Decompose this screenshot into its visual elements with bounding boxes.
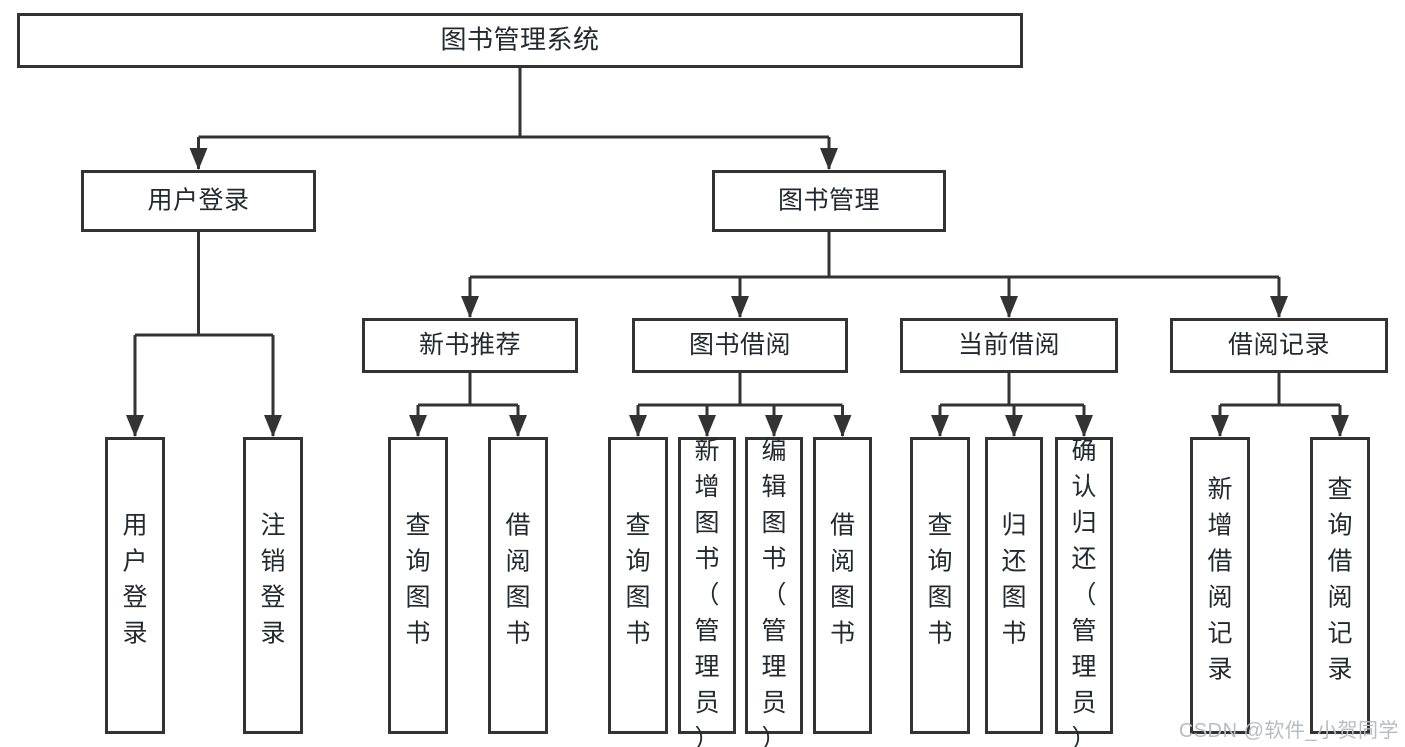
node-label-leaf-edit-book: 编辑图书（管理员） xyxy=(761,437,786,747)
node-label-leaf-return-book: 归还图书 xyxy=(1001,512,1026,648)
node-leaf-add-record[interactable]: 新增借阅记录 xyxy=(1190,437,1250,734)
node-box-root xyxy=(17,13,1023,68)
node-label-leaf-add-book: 新增图书（管理员） xyxy=(694,437,719,747)
arrow-head-to-leaf-user-login xyxy=(126,415,144,437)
arrow-head-to-leaf-query-book-1 xyxy=(409,415,427,437)
node-label-current-borrow: 当前借阅 xyxy=(958,331,1060,359)
node-leaf-query-book-1[interactable]: 查询图书 xyxy=(388,437,448,734)
node-leaf-edit-book[interactable]: 编辑图书（管理员） xyxy=(745,437,803,747)
node-label-leaf-query-book-3: 查询图书 xyxy=(927,512,952,648)
node-box-leaf-query-book-3 xyxy=(910,437,970,734)
arrow-head-to-book-borrow xyxy=(731,296,749,318)
node-leaf-query-book-3[interactable]: 查询图书 xyxy=(910,437,970,734)
node-label-leaf-add-record: 新增借阅记录 xyxy=(1207,476,1232,684)
node-label-leaf-borrow-book-1: 借阅图书 xyxy=(505,512,530,648)
node-box-leaf-borrow-book-1 xyxy=(488,437,548,734)
node-leaf-borrow-book-1[interactable]: 借阅图书 xyxy=(488,437,548,734)
arrow-head-to-leaf-query-record xyxy=(1331,415,1349,437)
arrow-head-to-leaf-confirm-return xyxy=(1075,415,1093,437)
node-label-user-login: 用户登录 xyxy=(147,187,249,215)
node-leaf-add-book[interactable]: 新增图书（管理员） xyxy=(678,437,736,747)
node-book-borrow[interactable]: 图书借阅 xyxy=(632,318,848,373)
arrow-head-to-leaf-add-book xyxy=(698,415,716,437)
arrow-head-to-leaf-add-record xyxy=(1211,415,1229,437)
node-new-book-recommend[interactable]: 新书推荐 xyxy=(362,318,578,373)
node-label-leaf-query-book-2: 查询图书 xyxy=(625,512,650,648)
node-box-leaf-query-book-1 xyxy=(388,437,448,734)
node-label-leaf-borrow-book-2: 借阅图书 xyxy=(830,512,855,648)
arrow-head-to-leaf-edit-book xyxy=(765,415,783,437)
arrow-head-to-leaf-borrow-book-2 xyxy=(833,415,852,437)
arrow-head-to-leaf-return-book xyxy=(1005,415,1023,437)
node-leaf-logout[interactable]: 注销登录 xyxy=(243,437,303,734)
node-user-login[interactable]: 用户登录 xyxy=(81,170,316,232)
node-label-borrow-records: 借阅记录 xyxy=(1228,331,1330,359)
node-box-leaf-query-book-2 xyxy=(608,437,668,734)
node-box-leaf-borrow-book-2 xyxy=(813,437,872,734)
node-box-leaf-logout xyxy=(243,437,303,734)
node-label-leaf-confirm-return: 确认归还（管理员） xyxy=(1071,437,1096,747)
arrow-head-to-leaf-borrow-book-1 xyxy=(509,415,527,437)
node-label-new-book-recommend: 新书推荐 xyxy=(419,331,521,359)
node-box-borrow-records xyxy=(1170,318,1388,373)
arrow-head-to-leaf-query-book-3 xyxy=(931,415,949,437)
node-book-management[interactable]: 图书管理 xyxy=(712,170,946,232)
node-leaf-query-book-2[interactable]: 查询图书 xyxy=(608,437,668,734)
node-label-leaf-logout: 注销登录 xyxy=(260,512,285,648)
csdn-watermark: CSDN @软件_小贺同学 xyxy=(1178,720,1399,742)
arrow-head-to-leaf-logout xyxy=(264,415,282,437)
arrow-head-to-new-book-recommend xyxy=(461,296,479,318)
node-root[interactable]: 图书管理系统 xyxy=(17,13,1023,68)
node-box-leaf-add-book xyxy=(678,437,736,734)
node-leaf-user-login[interactable]: 用户登录 xyxy=(105,437,165,734)
node-label-leaf-query-book-1: 查询图书 xyxy=(405,512,430,648)
node-box-leaf-return-book xyxy=(985,437,1043,734)
arrow-head-to-leaf-query-book-2 xyxy=(629,415,647,437)
node-label-leaf-user-login: 用户登录 xyxy=(122,512,147,648)
node-label-book-borrow: 图书借阅 xyxy=(689,331,791,359)
node-box-leaf-add-record xyxy=(1190,437,1250,734)
node-leaf-borrow-book-2[interactable]: 借阅图书 xyxy=(813,437,872,734)
connector-layer xyxy=(126,68,1349,437)
node-box-leaf-user-login xyxy=(105,437,165,734)
node-box-user-login xyxy=(81,170,316,232)
arrow-head-to-borrow-records xyxy=(1270,296,1288,318)
node-current-borrow[interactable]: 当前借阅 xyxy=(900,318,1118,373)
node-box-leaf-edit-book xyxy=(745,437,803,734)
node-label-leaf-query-record: 查询借阅记录 xyxy=(1327,476,1352,684)
node-box-new-book-recommend xyxy=(362,318,578,373)
node-leaf-return-book[interactable]: 归还图书 xyxy=(985,437,1043,734)
node-box-leaf-confirm-return xyxy=(1055,437,1113,734)
node-label-root: 图书管理系统 xyxy=(440,24,599,54)
node-box-current-borrow xyxy=(900,318,1118,373)
arrow-head-to-current-borrow xyxy=(1000,296,1018,318)
arrow-head-to-user-login xyxy=(189,148,208,170)
node-leaf-query-record[interactable]: 查询借阅记录 xyxy=(1310,437,1370,734)
node-box-leaf-query-record xyxy=(1310,437,1370,734)
node-box-book-borrow xyxy=(632,318,848,373)
node-borrow-records[interactable]: 借阅记录 xyxy=(1170,318,1388,373)
arrow-head-to-book-management xyxy=(820,148,838,170)
node-label-book-management: 图书管理 xyxy=(778,187,880,215)
node-leaf-confirm-return[interactable]: 确认归还（管理员） xyxy=(1055,437,1113,747)
node-box-book-management xyxy=(712,170,946,232)
node-layer: 图书管理系统用户登录图书管理新书推荐图书借阅当前借阅借阅记录用户登录注销登录查询… xyxy=(17,13,1388,747)
